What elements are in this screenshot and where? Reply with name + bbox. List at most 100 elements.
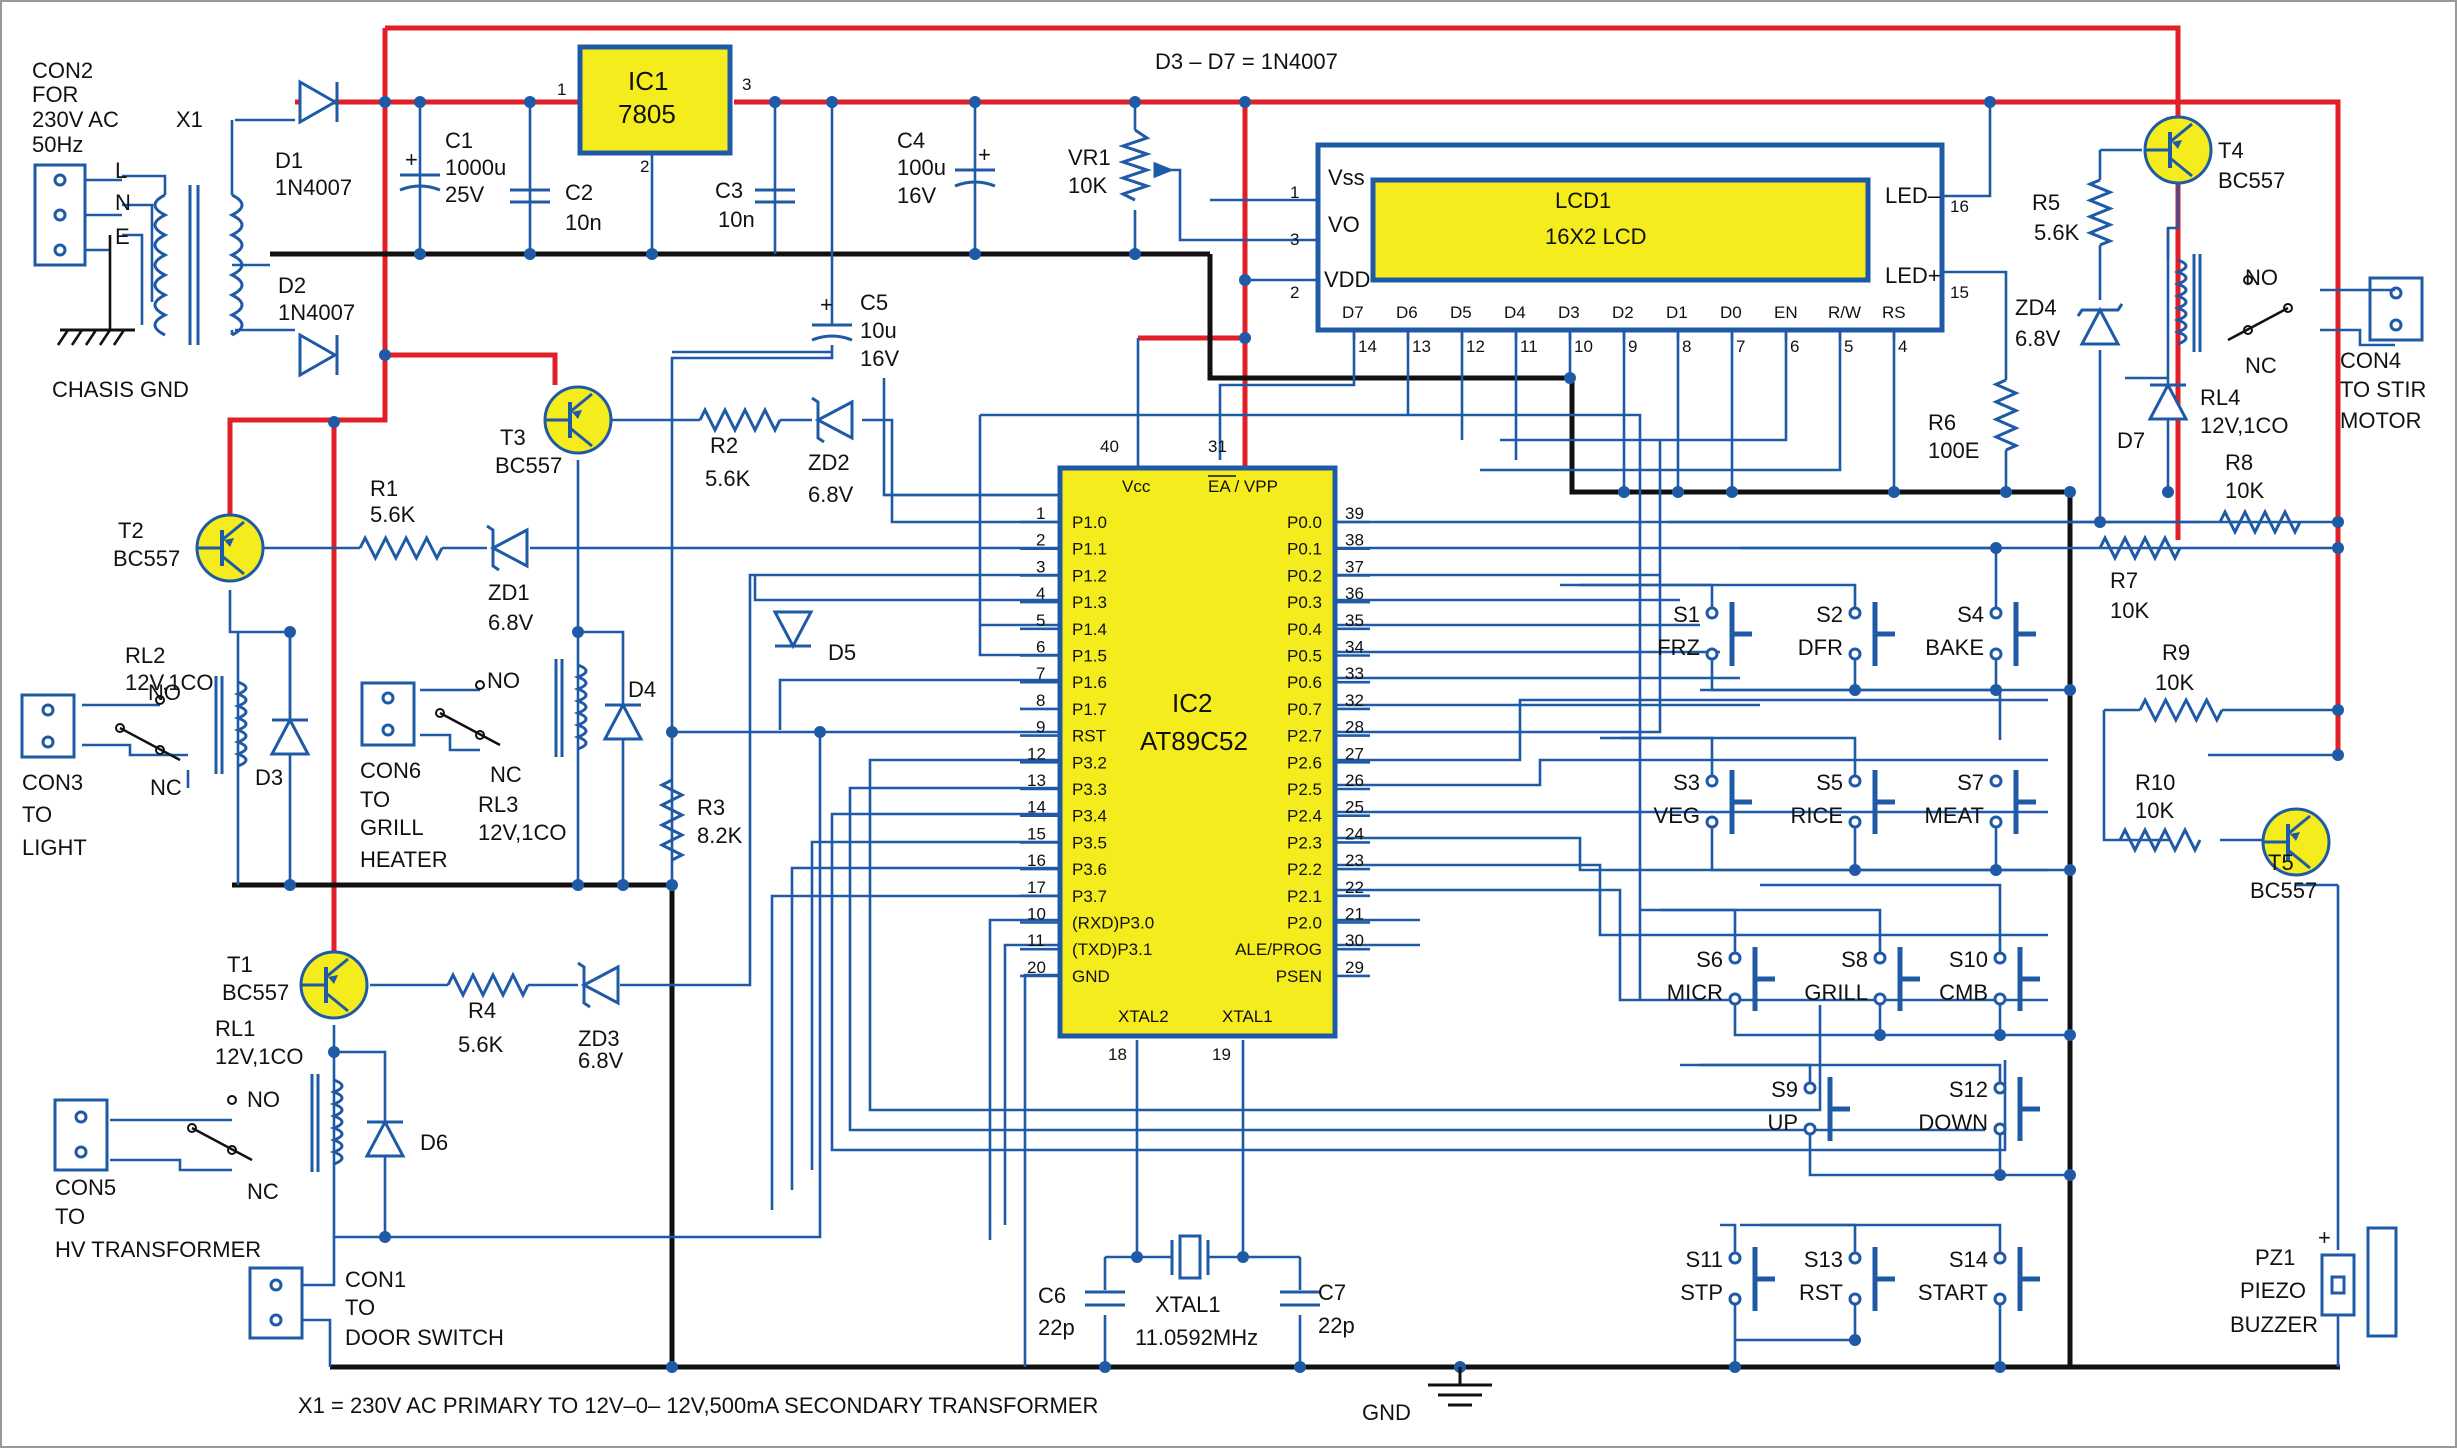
mcu-left-pin-label: P1.0 xyxy=(1072,513,1107,532)
zd3-label: ZD3 xyxy=(578,1026,620,1051)
mcu-right-pin-label: P2.5 xyxy=(1287,780,1322,799)
c4-label: C4 xyxy=(897,128,925,153)
rl3-value: 12V,1CO xyxy=(478,820,566,845)
t4-value: BC557 xyxy=(2218,168,2285,193)
mcu-left-pin-num: 20 xyxy=(1027,958,1046,977)
t5-transistor-icon xyxy=(2261,807,2331,877)
c6-value: 22p xyxy=(1038,1315,1075,1340)
c2-capacitor-icon xyxy=(510,188,550,204)
t2-label: T2 xyxy=(118,518,144,543)
switch-s4-function: BAKE xyxy=(1925,635,1984,660)
ic2-part: AT89C52 xyxy=(1140,726,1248,756)
r7-resistor-icon xyxy=(2098,534,2182,562)
c5-voltage: 16V xyxy=(860,346,899,371)
mcu-left-pin-label: P1.3 xyxy=(1072,593,1107,612)
d3-label: D3 xyxy=(255,765,283,790)
switch-s2-id: S2 xyxy=(1816,602,1843,627)
mcu-right-pin-num: 30 xyxy=(1345,931,1364,950)
mcu-left-pin-num: 6 xyxy=(1036,638,1045,657)
mcu-left-pin-num: 2 xyxy=(1036,531,1045,550)
rl2-no: NO xyxy=(148,680,181,705)
c5-value: 10u xyxy=(860,318,897,343)
c4-plus: + xyxy=(978,142,991,167)
r2-value: 5.6K xyxy=(705,466,751,491)
pz1-label: PZ1 xyxy=(2255,1245,2295,1270)
switch-s9-function: UP xyxy=(1767,1110,1798,1135)
mcu-left-pin-num: 3 xyxy=(1036,557,1045,576)
switch-s3-id: S3 xyxy=(1673,770,1700,795)
switch-s7-icon xyxy=(1989,770,2036,834)
d4-diode-icon xyxy=(602,701,644,741)
mcu-left-pin-num: 11 xyxy=(1027,931,1045,950)
lcd-pin-label-d3: D3 xyxy=(1558,303,1580,322)
mcu-left-pin-label: P3.5 xyxy=(1072,833,1107,852)
mcu-right-pin-label: P2.1 xyxy=(1287,887,1322,906)
lcd-pin-num-1: 1 xyxy=(1290,183,1299,202)
con6-label-1: CON6 xyxy=(360,758,421,783)
r9-resistor-icon xyxy=(2138,696,2224,724)
switch-s4-id: S4 xyxy=(1957,602,1984,627)
r1-resistor-icon xyxy=(358,534,444,562)
mcu-right-pin-label: P0.3 xyxy=(1287,593,1322,612)
mcu-xtal2-label: XTAL2 xyxy=(1118,1007,1169,1026)
lcd-pin-num-4: 4 xyxy=(1898,337,1907,356)
zd2-label: ZD2 xyxy=(808,450,850,475)
switch-s12-icon xyxy=(1993,1077,2040,1141)
mcu-right-pin-label: P2.6 xyxy=(1287,753,1322,772)
zd3-value: 6.8V xyxy=(578,1048,624,1073)
switch-s6-id: S6 xyxy=(1696,947,1723,972)
switch-s9-icon xyxy=(1803,1077,1850,1141)
r6-resistor-icon xyxy=(1992,378,2020,452)
rl2-label: RL2 xyxy=(125,643,165,668)
lcd-pin-num-14: 14 xyxy=(1358,337,1377,356)
mcu-left-pin-label: P1.7 xyxy=(1072,700,1107,719)
rl1-label: RL1 xyxy=(215,1016,255,1041)
t3-value: BC557 xyxy=(495,453,562,478)
con2-pin-e: E xyxy=(115,224,130,249)
mcu-side-pins: P1.01P1.12P1.23P1.34P1.45P1.56P1.67P1.78… xyxy=(1020,504,1370,986)
r5-value: 5.6K xyxy=(2034,220,2080,245)
rl4-nc: NC xyxy=(2245,353,2277,378)
switch-s1-function: FRZ xyxy=(1657,635,1700,660)
rl2-value: 12V,1CO xyxy=(125,670,213,695)
switch-s14-function: START xyxy=(1918,1280,1988,1305)
con3-label-1: CON3 xyxy=(22,770,83,795)
lcd-pin-label-d6: D6 xyxy=(1396,303,1418,322)
mcu-left-pin-num: 10 xyxy=(1027,905,1046,924)
mcu-right-pin-num: 23 xyxy=(1345,851,1364,870)
con4-label-2: TO STIR xyxy=(2340,377,2426,402)
chassis-gnd-label: CHASIS GND xyxy=(52,377,189,402)
mcu-right-pin-label: P2.0 xyxy=(1287,914,1322,933)
mcu-right-pin-label: PSEN xyxy=(1276,967,1322,986)
con2-label-1: CON2 xyxy=(32,58,93,83)
c2-value: 10n xyxy=(565,210,602,235)
vr1-value: 10K xyxy=(1068,173,1107,198)
lcd-pin-label-d0: D0 xyxy=(1720,303,1742,322)
r8-label: R8 xyxy=(2225,450,2253,475)
switch-s8-function: GRILL xyxy=(1804,980,1868,1005)
mcu-left-pin-label: P1.4 xyxy=(1072,620,1107,639)
mcu-left-pin-num: 16 xyxy=(1027,851,1046,870)
switch-s10-function: CMB xyxy=(1939,980,1988,1005)
diode-note: D3 – D7 = 1N4007 xyxy=(1155,49,1338,74)
switch-s7-id: S7 xyxy=(1957,770,1984,795)
c5-label: C5 xyxy=(860,290,888,315)
vr1-label: VR1 xyxy=(1068,145,1111,170)
switch-s2-icon xyxy=(1848,602,1895,666)
switch-s11-icon xyxy=(1728,1247,1775,1311)
switch-s3-function: VEG xyxy=(1654,803,1700,828)
mcu-left-pin-num: 5 xyxy=(1036,611,1045,630)
d5-label: D5 xyxy=(828,640,856,665)
lcd-pin-num-11: 11 xyxy=(1520,337,1538,356)
t5-label: T5 xyxy=(2268,850,2294,875)
con6-label-2: TO xyxy=(360,787,390,812)
r4-resistor-icon xyxy=(446,971,530,999)
r10-label: R10 xyxy=(2135,770,2175,795)
resistors xyxy=(358,178,2302,999)
push-switches: S1FRZS2DFRS4BAKES3VEGS5RICES7MEATS6MICRS… xyxy=(1654,602,2040,1311)
d5-diode-icon xyxy=(772,610,814,650)
switch-s8-id: S8 xyxy=(1841,947,1868,972)
mcu-right-pin-num: 28 xyxy=(1345,718,1364,737)
c4-voltage: 16V xyxy=(897,183,936,208)
d2-label: D2 xyxy=(278,273,306,298)
